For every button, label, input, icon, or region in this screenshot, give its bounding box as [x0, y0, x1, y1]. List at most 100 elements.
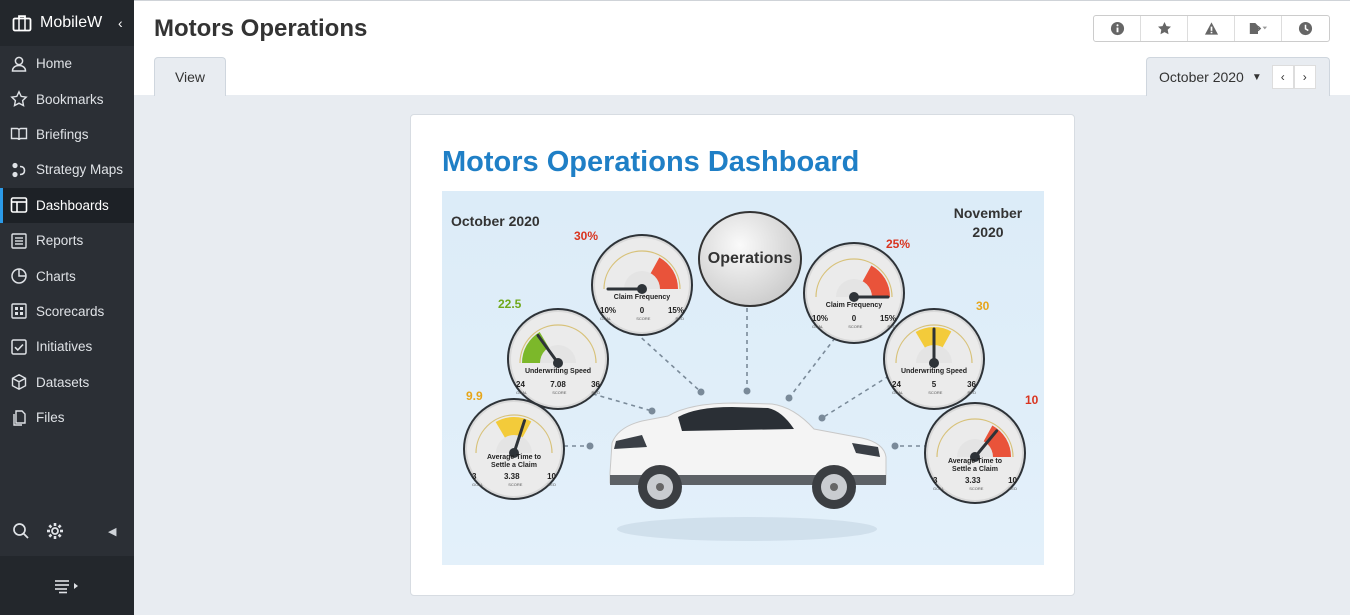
collapse-arrow-icon[interactable]: ◀	[108, 525, 117, 538]
dashboard-canvas: October 2020 November 2020 Operations 30…	[442, 191, 1044, 565]
gauge-nov-settle[interactable]	[924, 402, 1026, 504]
collapse-sidebar-icon[interactable]: ‹	[118, 15, 123, 31]
files-icon	[13, 409, 26, 426]
gauge-value: 30	[976, 299, 990, 313]
red-caption: RED	[591, 390, 600, 395]
gauge-hub	[637, 284, 647, 294]
gauge-hub-area	[496, 435, 532, 453]
gauge-hub	[553, 358, 563, 368]
star-icon	[1157, 21, 1171, 35]
right-period-label: November 2020	[953, 205, 1023, 240]
sidebar-item-label: Charts	[36, 268, 76, 284]
gauge-title: Average Time to Settle a Claim	[486, 454, 542, 469]
chevron-left-icon: ‹	[1280, 70, 1285, 84]
sidebar-item-home[interactable]: Home	[0, 46, 134, 81]
bookmark-button[interactable]	[1141, 16, 1188, 41]
previous-period-button[interactable]: ‹	[1271, 65, 1294, 89]
gauge-red: 10	[547, 472, 556, 481]
warning-icon	[1204, 22, 1218, 35]
gauge-score: 7.08	[550, 380, 566, 389]
gauge-hub	[929, 358, 939, 368]
toolbar	[1093, 15, 1330, 42]
export-button[interactable]	[1235, 16, 1282, 41]
sidebar-item-strategy-maps[interactable]: Strategy Maps	[0, 152, 134, 187]
gauge-goal: 3	[472, 472, 477, 481]
alert-button[interactable]	[1188, 16, 1235, 41]
sidebar-item-files[interactable]: Files	[0, 400, 134, 435]
chevron-right-icon: ›	[1302, 70, 1307, 84]
star-icon	[10, 90, 28, 107]
score-caption: SCORE	[928, 390, 943, 395]
sidebar-item-label: Briefings	[36, 126, 89, 142]
info-button[interactable]	[1094, 16, 1141, 41]
sidebar-item-label: Datasets	[36, 374, 90, 390]
gauge-band	[519, 324, 597, 364]
sidebar-item-charts[interactable]: Charts	[0, 258, 134, 293]
gauge-band	[936, 418, 1014, 458]
gauge-title: Average Time to Settle a Claim	[947, 458, 1003, 473]
sidebar-item-bookmarks[interactable]: Bookmarks	[0, 81, 134, 116]
gauge-red: 36	[591, 380, 600, 389]
sidebar-item-scorecards[interactable]: Scorecards	[0, 294, 134, 329]
gauge-hub-area	[957, 439, 993, 457]
sidebar-item-label: Scorecards	[36, 303, 105, 319]
sidebar-item-label: Initiatives	[36, 339, 93, 355]
red-caption: RED	[675, 316, 684, 321]
gauge-oct-settle[interactable]	[463, 398, 565, 500]
gauge-needle	[512, 419, 527, 455]
gauge-oct-underwriting[interactable]	[507, 308, 609, 410]
sidebar-item-datasets[interactable]: Datasets	[0, 365, 134, 400]
gauge-goal: 24	[516, 380, 525, 389]
gauge-captions: GOAL SCORE RED	[472, 482, 556, 487]
period-selector[interactable]: October 2020 ▼ ‹ ›	[1146, 57, 1330, 96]
sidebar-item-briefings[interactable]: Briefings	[0, 117, 134, 152]
caret-down-icon[interactable]: ▼	[1251, 71, 1262, 83]
goal-caption: GOAL	[472, 482, 484, 487]
score-caption: SCORE	[636, 316, 651, 321]
gauge-value: 25%	[886, 237, 911, 251]
gauge-value: 10	[1025, 393, 1039, 407]
export-icon	[1249, 23, 1268, 34]
gauge-nov-claim[interactable]	[803, 242, 905, 344]
clock-icon	[1298, 21, 1313, 36]
history-button[interactable]	[1282, 16, 1329, 41]
sidebar-footer	[0, 556, 134, 615]
gear-icon[interactable]	[46, 522, 64, 540]
gauge-band	[895, 324, 973, 364]
pie-chart-icon	[11, 268, 27, 284]
tab-view[interactable]: View	[154, 57, 226, 96]
left-period-label: October 2020	[451, 213, 540, 229]
sidebar-item-initiatives[interactable]: Initiatives	[0, 329, 134, 364]
gauge-hub	[970, 452, 980, 462]
gauge-red: 15%	[667, 306, 684, 315]
gauge-nov-underwriting[interactable]	[883, 308, 985, 410]
search-icon[interactable]	[12, 522, 30, 540]
gauge-red: 15%	[879, 314, 896, 323]
sidebar-item-reports[interactable]: Reports	[0, 223, 134, 258]
menu-expand-icon[interactable]	[53, 578, 81, 594]
red-caption: RED	[967, 390, 976, 395]
sidebar-item-dashboards[interactable]: Dashboards	[0, 187, 134, 223]
gauge-oct-claim[interactable]	[591, 234, 693, 336]
gauge-band	[815, 258, 893, 298]
sidebar-item-label: Dashboards	[36, 197, 109, 213]
period-label[interactable]: October 2020	[1159, 69, 1244, 85]
next-period-button[interactable]: ›	[1293, 65, 1316, 89]
gauge-score: 5	[931, 380, 937, 389]
score-caption: SCORE	[508, 482, 523, 487]
red-caption: RED	[547, 482, 556, 487]
sidebar-item-label: Files	[36, 410, 65, 426]
score-caption: SCORE	[848, 324, 863, 329]
gauge-needle	[973, 429, 999, 459]
gauge-hub-area	[836, 279, 872, 297]
gauge-numbers: 3 3.38 10	[472, 472, 556, 481]
gauge-title: Claim Frequency	[613, 294, 671, 301]
gauge-score: 3.38	[503, 472, 520, 481]
operations-node[interactable]: Operations	[698, 211, 802, 307]
